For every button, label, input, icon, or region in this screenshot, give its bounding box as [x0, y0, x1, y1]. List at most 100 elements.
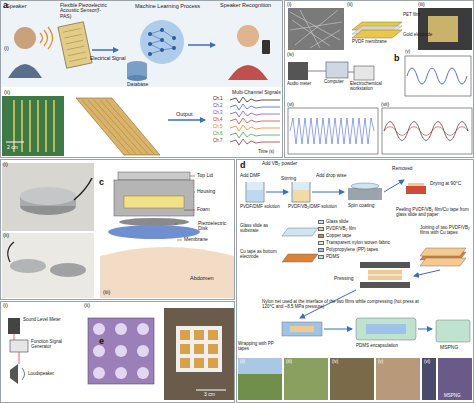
panel-b-illustration: [290, 10, 342, 48]
panel-d-illustration: [360, 262, 410, 268]
panel-e-illustration: [208, 330, 218, 340]
panel-a-illustration: [228, 65, 268, 80]
panel-a-illustration: [140, 20, 184, 64]
panel-d-illustration: [324, 329, 352, 330]
panel-d-illustration: [420, 248, 466, 256]
panel-a-illustration: [1, 1, 282, 87]
legend-row: PVDF/VB₂ film: [318, 227, 356, 232]
panel-a-illustration: [2, 96, 64, 156]
figure-label: Glass slide as substrate: [240, 224, 280, 233]
figure-label: Ch.6: [213, 132, 223, 137]
panel-c-illustration: [2, 163, 234, 298]
panel-a-illustration: [148, 28, 176, 56]
panel-d-illustration: [420, 258, 466, 266]
figure-label: PET film: [403, 13, 420, 18]
figure-label: Wrapping with PP tapes: [238, 342, 282, 351]
figure-label: Add VB₂ powder: [262, 161, 297, 166]
figure-label: Ch.3: [213, 111, 223, 116]
panel-a-illustration: [14, 100, 54, 152]
panel-c-illustration: [175, 176, 195, 240]
panel-e-illustration: [88, 318, 154, 384]
panel-a-illustration: [1, 1, 282, 156]
figure-label: Flexible Piezoelectric Acoustic Sensor(f…: [60, 3, 112, 19]
figure-label: (ii): [4, 90, 10, 96]
panel-b-illustration: [405, 56, 471, 96]
panel-a-illustration: [82, 100, 154, 154]
panel-b-illustration: [326, 62, 348, 78]
legend-row: Polypropylene (PP) tapes: [318, 248, 378, 253]
figure-label: (iv): [287, 52, 294, 57]
panel-a-illustration: [76, 98, 160, 155]
panel-e-illustration: [14, 334, 19, 364]
panel-e-illustration: [194, 330, 204, 340]
figure-label: (i): [3, 303, 8, 309]
figure-label: (iii): [418, 2, 425, 7]
panel-a-illustration: [40, 27, 53, 49]
figure-label: (i): [4, 46, 9, 52]
panel-e-illustration: [180, 330, 190, 340]
panel-c-illustration: [50, 263, 86, 277]
panel-letter: e: [99, 337, 104, 346]
figure-label: Removed: [392, 166, 413, 171]
figure-label: Function Signal Generator: [31, 340, 73, 349]
panel-b-illustration: [288, 62, 308, 80]
panel-b-illustration: [418, 8, 472, 50]
panel-a-illustration: [127, 75, 147, 81]
panel-c-illustration: [2, 163, 94, 231]
panel-b-illustration: [382, 108, 472, 154]
panel-c-illustration: [114, 180, 194, 216]
panel-c-illustration: [10, 259, 46, 273]
figure-label: (i): [3, 162, 8, 168]
panel-d-illustration: [368, 270, 402, 274]
figure-label: Speaker Recognition: [220, 3, 271, 9]
panel-d-illustration: [418, 329, 432, 330]
legend-text: Polypropylene (PP) tapes: [326, 247, 378, 252]
figure-label: Housing: [197, 189, 215, 194]
panel-e-illustration: [196, 390, 226, 391]
figure-label: (iii): [103, 290, 110, 296]
panel-d-illustration: [266, 192, 288, 193]
panel-c-illustration: [124, 196, 184, 208]
legend-swatch: [318, 255, 324, 259]
figure-label: (iii): [286, 360, 292, 365]
figure-label: MSPNG: [444, 394, 461, 399]
panel-d-illustration: [436, 320, 470, 342]
panel-d-illustration: [414, 270, 440, 276]
panel-d-illustration: [312, 192, 344, 193]
figure-label: (ii): [240, 360, 245, 365]
panel-e-illustration: [115, 367, 127, 379]
panel-c-illustration: [100, 247, 234, 298]
panel-e-illustration: [93, 323, 105, 335]
legend-text: PDMS: [326, 254, 339, 259]
figure-label: (iv): [332, 360, 338, 365]
legend-text: Copper tape: [326, 233, 351, 238]
panel-c-illustration: [2, 233, 94, 298]
panel-e-illustration: [8, 318, 20, 334]
figure-label: PDMS encapsulation: [356, 344, 406, 349]
figure-label: Electrochemical workstation: [350, 82, 400, 91]
panel-letter: c: [99, 178, 104, 187]
panel-letter: d: [240, 161, 246, 170]
figure-label: Joining of two PVDF/VB₂ films with Cu ta…: [420, 226, 472, 235]
panel-e-illustration: [137, 367, 149, 379]
panel-b-illustration: [288, 108, 378, 154]
panel-frame: d: [236, 159, 474, 403]
panel-d-illustration: [290, 326, 314, 332]
figure-label: Stirring: [281, 176, 296, 181]
figure-label: Database: [127, 82, 148, 87]
panel-b-illustration: [354, 66, 374, 80]
panel-b-illustration: [384, 122, 468, 141]
panel-d-illustration: [330, 358, 374, 400]
figure-label: PVDF membrane: [352, 40, 387, 45]
panel-e-illustration: [115, 345, 127, 357]
figure-label: Sound Level Meter: [23, 318, 61, 323]
panel-a-illustration: [262, 40, 270, 54]
figure-label: Loudspeaker: [28, 372, 54, 377]
panel-e-illustration: [180, 330, 218, 368]
figure-label: Computer: [324, 80, 344, 85]
panel-a-illustration: [230, 125, 280, 131]
figure-label: (ii): [347, 2, 353, 7]
legend-text: PVDF/VB₂ film: [326, 226, 356, 231]
figure-label: Peeling PVDF/VB₂ film/Cu tape from glass…: [396, 208, 470, 217]
figure-label: Time (s): [258, 150, 274, 155]
